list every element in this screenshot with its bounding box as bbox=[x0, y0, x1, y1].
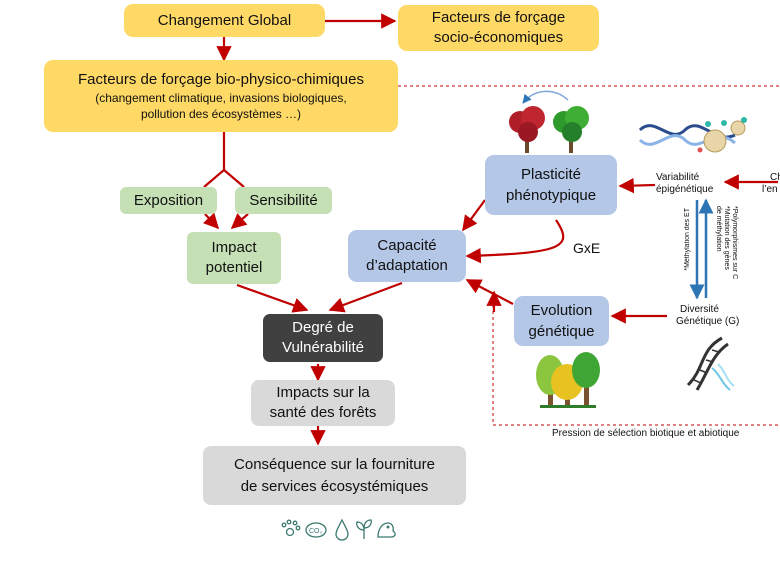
arrow-bio-sensibilite bbox=[223, 169, 245, 188]
capacite-label-2: d’adaptation bbox=[366, 257, 448, 274]
dashed-frame bbox=[398, 85, 780, 426]
variabilite-label: Variabilité épigénétique bbox=[656, 172, 731, 196]
diversite-line-2: Génétique (G) bbox=[676, 316, 740, 327]
forest-icon bbox=[536, 352, 600, 408]
impacts-sante-box: Impacts sur la santé des forêts bbox=[251, 380, 395, 426]
consequence-box: Conséquence sur la fourniture de service… bbox=[203, 446, 466, 505]
bio-line-3: pollution des écosystèmes …) bbox=[140, 107, 302, 121]
cut-line-2: l’en bbox=[762, 184, 778, 195]
paw-icon bbox=[281, 519, 301, 537]
exposition-label: Exposition bbox=[133, 192, 204, 209]
arrow-exposition-impact bbox=[202, 212, 220, 230]
impacts-label-1: Impacts sur la bbox=[276, 384, 370, 401]
capacite-label-1: Capacité bbox=[377, 237, 437, 254]
consequence-label-1: Conséquence sur la fourniture bbox=[234, 455, 435, 473]
changement-global-label: Changement Global bbox=[157, 12, 292, 29]
evolution-label-2: génétique bbox=[528, 323, 595, 340]
arrow-impact-degre bbox=[236, 283, 309, 313]
mutation-line-1: *Mutation des gènes bbox=[723, 206, 730, 270]
seedling-icon bbox=[356, 519, 372, 539]
plasticite-box: Plasticité phénotypique bbox=[485, 155, 617, 215]
cut-off-label: Ch l’en bbox=[762, 172, 780, 196]
plasticite-label-2: phénotypique bbox=[505, 187, 597, 204]
diversite-line-1: Diversité bbox=[680, 304, 719, 315]
arrow-variabilite-plasticite bbox=[618, 177, 656, 194]
service-icons: CO₂ bbox=[281, 518, 396, 541]
degre-label-2: Vulnérabilité bbox=[282, 339, 364, 356]
socio-economic-box: Facteurs de forçage socio-économiques bbox=[398, 5, 599, 51]
sensibilite-box: Sensibilité bbox=[235, 187, 332, 214]
curved-arrow bbox=[522, 90, 569, 104]
arrow-plasticite-capacite bbox=[462, 199, 486, 232]
impact-label-2: potentiel bbox=[205, 259, 263, 276]
socio-label-2: socio-économiques bbox=[433, 29, 564, 46]
arrow-capacite-degre bbox=[328, 281, 403, 313]
variabilite-line-2: épigénétique bbox=[656, 184, 714, 195]
cut-line-1: Ch bbox=[770, 172, 780, 183]
impact-label-1: Impact bbox=[211, 239, 257, 256]
capacite-adaptation-box: Capacité d’adaptation bbox=[348, 230, 466, 282]
tree-pair-icon bbox=[509, 106, 589, 153]
bio-physico-chimique-box: Facteurs de forçage bio-physico-chimique… bbox=[44, 60, 398, 132]
variabilite-line-1: Variabilité bbox=[656, 172, 700, 183]
arrow-bio-split bbox=[203, 132, 226, 188]
co2-icon: CO₂ bbox=[305, 522, 327, 538]
evolution-label-1: Evolution bbox=[530, 302, 593, 319]
pression-selection-label: Pression de sélection biotique et abioti… bbox=[552, 428, 740, 439]
dna-helix-icon bbox=[686, 336, 735, 391]
degre-vulnerabilite-box: Degré de Vulnérabilité bbox=[263, 314, 383, 362]
plasticite-label-1: Plasticité bbox=[520, 166, 582, 183]
bio-line-2: (changement climatique, invasions biolog… bbox=[95, 91, 347, 105]
socio-label-1: Facteurs de forçage bbox=[431, 9, 566, 26]
polymorphismes-label: *Polymorphismes sur C *Mutation des gène… bbox=[714, 206, 738, 279]
arrow-gxe bbox=[465, 219, 565, 264]
svg-text:CO₂: CO₂ bbox=[309, 528, 323, 535]
consequence-label-2: de services écosystémiques bbox=[240, 477, 429, 495]
arrow-sensibilite-impact bbox=[230, 213, 249, 230]
water-drop-icon bbox=[335, 518, 349, 541]
bio-title: Facteurs de forçage bio-physico-chimique… bbox=[78, 71, 364, 88]
diversite-label: Diversité Génétique (G) bbox=[676, 304, 756, 328]
methylation-label: *Méthylation des ET bbox=[684, 208, 691, 271]
exposition-box: Exposition bbox=[120, 187, 217, 214]
evolution-genetique-box: Evolution génétique bbox=[514, 296, 609, 346]
dna-nucleosome-icon bbox=[638, 117, 747, 153]
arrow-evolution-capacite bbox=[465, 279, 514, 305]
gxe-label: GxE bbox=[573, 240, 601, 256]
polymorphismes-line: *Polymorphismes sur C bbox=[731, 206, 738, 280]
impacts-label-2: santé des forêts bbox=[269, 404, 377, 421]
impact-potentiel-box: Impact potentiel bbox=[187, 232, 281, 284]
changement-global-box: Changement Global bbox=[124, 4, 325, 37]
degre-label-1: Degré de bbox=[292, 319, 354, 336]
sensibilite-label: Sensibilité bbox=[249, 192, 318, 209]
mutation-line-2: de méthylation bbox=[715, 206, 722, 252]
bird-icon bbox=[377, 522, 396, 538]
